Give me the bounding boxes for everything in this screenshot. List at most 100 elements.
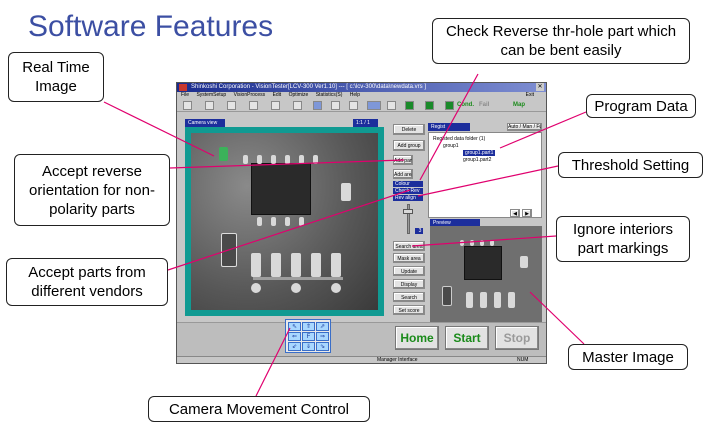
set-score-button[interactable]: Set score: [393, 305, 425, 315]
slide-title: Software Features: [28, 10, 274, 43]
home-button[interactable]: Home: [395, 326, 439, 350]
open-folder-icon[interactable]: [205, 101, 214, 110]
menu-statistics[interactable]: Statistics(S): [315, 92, 343, 98]
add-part-button[interactable]: Add part: [393, 155, 413, 165]
green-component: [219, 147, 228, 161]
camera-icon[interactable]: [313, 101, 322, 110]
tree-group[interactable]: group1: [443, 143, 459, 149]
pad: [257, 155, 262, 164]
search-area-button[interactable]: Search area: [393, 241, 425, 251]
thru-hole-pad: [466, 292, 473, 308]
preview-label: Preview: [430, 219, 480, 227]
tree-part2[interactable]: group1.part2: [463, 157, 492, 163]
menubar: File SystemSetup VisionProcess Edit Opti…: [177, 92, 546, 99]
cam-up-right-icon[interactable]: ⇗: [316, 322, 329, 331]
pad: [470, 240, 474, 246]
search-button[interactable]: Search: [393, 292, 425, 302]
counter-icon[interactable]: [367, 101, 381, 110]
real-time-image[interactable]: [191, 133, 378, 310]
via: [291, 283, 301, 293]
program-data-tree: Registed data folder (1) group1 group1.p…: [428, 132, 542, 218]
copy-icon[interactable]: [331, 101, 340, 110]
tree-part1[interactable]: group1.part1: [463, 150, 496, 156]
pad: [243, 155, 248, 164]
callout-real-time-image: Real Time Image: [8, 52, 104, 102]
cam-up-left-icon[interactable]: ⇖: [288, 322, 301, 331]
via: [331, 283, 341, 293]
menu-edit[interactable]: Edit: [272, 92, 282, 98]
run-icon[interactable]: [445, 101, 454, 110]
cam-down-right-icon[interactable]: ⇘: [316, 342, 329, 351]
map-label[interactable]: Map: [513, 102, 525, 108]
add-area-button[interactable]: Add area: [393, 169, 413, 179]
display-button[interactable]: Display: [393, 279, 425, 289]
master-image[interactable]: [430, 226, 542, 325]
menu-help[interactable]: Help: [349, 92, 361, 98]
prev-arrow-icon[interactable]: ◀: [510, 209, 520, 218]
thru-hole-pad: [251, 253, 261, 277]
cond-label[interactable]: Cond.: [457, 102, 474, 108]
threshold-value[interactable]: 3: [415, 228, 423, 234]
camera-movement-control: ⇖ ⇑ ⇗ ⇐ F ⇒ ⇙ ⇓ ⇘: [285, 319, 331, 353]
monitor-icon[interactable]: [405, 101, 414, 110]
cam-center-icon[interactable]: F: [302, 332, 315, 341]
edit-icon[interactable]: [249, 101, 258, 110]
grid-icon[interactable]: [349, 101, 358, 110]
menu-vision-process[interactable]: VisionProcess: [233, 92, 266, 98]
window-titlebar: Shinkoshi Corporation - VisionTester[LCV…: [177, 83, 546, 92]
add-group-button[interactable]: Add group: [393, 140, 425, 151]
rev-align-field[interactable]: Rev align: [393, 195, 423, 201]
board-icon[interactable]: [425, 101, 434, 110]
thru-hole-pad: [494, 292, 501, 308]
tree-root[interactable]: Registed data folder (1): [433, 136, 486, 142]
callout-master-image: Master Image: [568, 344, 688, 370]
regist-mode-button[interactable]: Auto / Man / Full: [507, 123, 542, 131]
regist-info-label: Regist information: [428, 123, 470, 138]
mask-area-button[interactable]: Mask area: [393, 253, 425, 263]
thru-hole-pad: [271, 253, 281, 277]
fail-label[interactable]: Fail: [479, 102, 490, 108]
toolbar: Cond. Fail Map: [177, 99, 546, 112]
cam-up-icon[interactable]: ⇑: [302, 322, 315, 331]
pad: [490, 240, 494, 246]
status-mid: Manager Interface: [377, 357, 418, 363]
close-icon[interactable]: ✕: [536, 83, 544, 91]
camera-view-frame: [185, 127, 384, 316]
stop-button[interactable]: Stop: [495, 326, 539, 350]
camera-scale-label: 1:1 / 1: [353, 119, 378, 127]
print-icon[interactable]: [271, 101, 280, 110]
pad: [271, 217, 276, 226]
pad: [257, 217, 262, 226]
window-icon[interactable]: [387, 101, 396, 110]
pad: [299, 155, 304, 164]
cam-down-left-icon[interactable]: ⇙: [288, 342, 301, 351]
check-rev-field[interactable]: Check Rev: [393, 188, 423, 194]
menu-optimize[interactable]: Optimize: [288, 92, 309, 98]
colour-mode-field[interactable]: Colour mode: [393, 181, 423, 193]
via: [251, 283, 261, 293]
preview-icon[interactable]: [293, 101, 302, 110]
delete-button[interactable]: Delete: [393, 124, 425, 135]
menu-exit[interactable]: Exit: [525, 92, 534, 98]
callout-camera-movement: Camera Movement Control: [148, 396, 370, 422]
status-num: NUM: [517, 357, 529, 363]
callout-threshold-setting: Threshold Setting: [558, 152, 703, 178]
cam-left-icon[interactable]: ⇐: [288, 332, 301, 341]
pad: [313, 155, 318, 164]
cam-right-icon[interactable]: ⇒: [316, 332, 329, 341]
thru-hole-pad: [331, 253, 341, 277]
callout-accept-vendors: Accept parts from different vendors: [6, 258, 168, 306]
smd-component: [341, 183, 351, 201]
next-arrow-icon[interactable]: ▶: [522, 209, 532, 218]
cam-down-icon[interactable]: ⇓: [302, 342, 315, 351]
trace: [253, 277, 343, 280]
update-button[interactable]: Update: [393, 266, 425, 276]
menu-file[interactable]: File: [181, 92, 190, 98]
start-button[interactable]: Start: [445, 326, 489, 350]
app-window: Shinkoshi Corporation - VisionTester[LCV…: [176, 82, 547, 364]
callout-accept-reverse: Accept reverse orientation for non-polar…: [14, 154, 170, 226]
save-icon[interactable]: [227, 101, 236, 110]
new-file-icon[interactable]: [183, 101, 192, 110]
menu-system-setup[interactable]: SystemSetup: [196, 92, 227, 98]
threshold-slider-thumb[interactable]: [403, 209, 413, 214]
